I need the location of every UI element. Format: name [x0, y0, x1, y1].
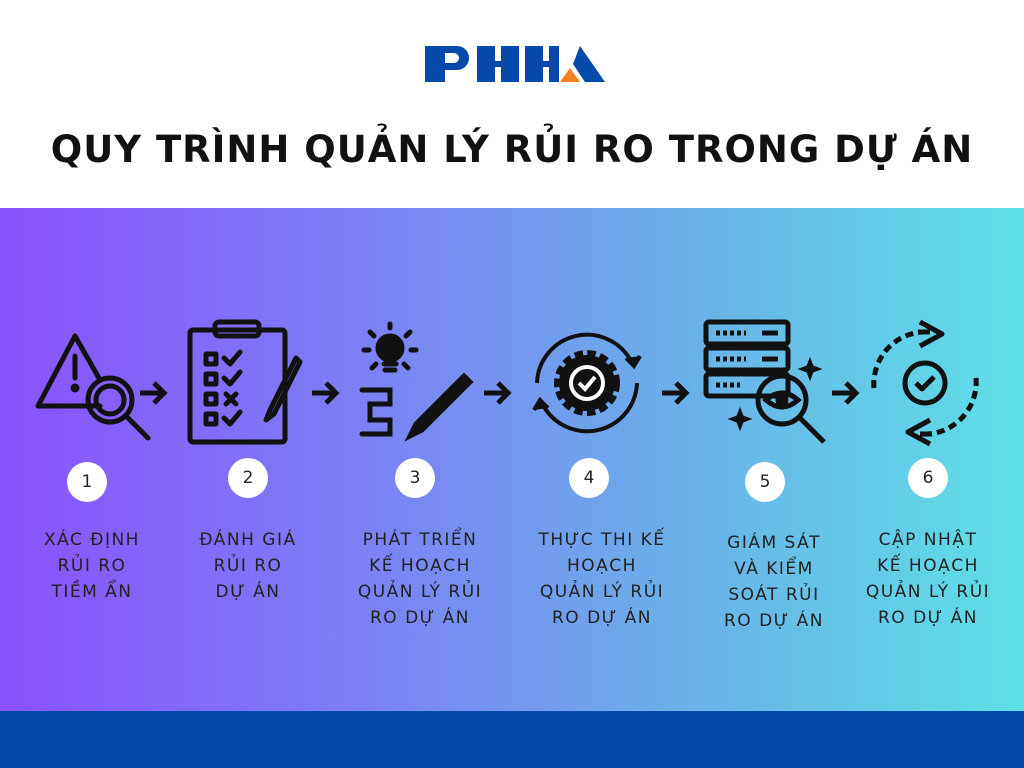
arrow-right-icon — [140, 381, 168, 405]
process-band — [0, 208, 1024, 711]
label-line: XÁC ĐỊNH — [44, 530, 140, 550]
label-line: GIÁM SÁT — [727, 533, 821, 553]
footer-bar — [0, 711, 1024, 768]
label-line: RỦI RO — [213, 556, 283, 576]
step-number: 2 — [228, 458, 268, 498]
step-number: 1 — [67, 462, 107, 502]
step-label: CẬP NHẬT KẾ HOẠCH QUẢN LÝ RỦI RO DỰ ÁN — [843, 527, 1013, 631]
label-line: RO DỰ ÁN — [551, 608, 653, 628]
step-number: 6 — [908, 458, 948, 498]
update-cycle-icon — [871, 319, 979, 447]
label-line: SOÁT RỦI — [728, 585, 820, 605]
page-title: QUY TRÌNH QUẢN LÝ RỦI RO TRONG DỰ ÁN — [50, 128, 974, 171]
label-line: PHÁT TRIỂN — [362, 530, 478, 550]
label-line: RO DỰ ÁN — [877, 608, 979, 628]
label-line: TIỀM ẨN — [51, 582, 133, 602]
idea-plan-pencil-icon — [359, 321, 474, 442]
label-line: KẾ HOẠCH — [877, 556, 979, 576]
label-line: CẬP NHẬT — [878, 530, 978, 550]
arrow-right-icon — [312, 381, 340, 405]
label-line: QUẢN LÝ RỦI — [357, 582, 483, 602]
pha-logo — [425, 44, 605, 88]
label-line: RO DỰ ÁN — [723, 611, 825, 631]
label-line: QUẢN LÝ RỦI — [539, 582, 665, 602]
arrow-right-icon — [662, 381, 690, 405]
label-line: RO DỰ ÁN — [369, 608, 471, 628]
label-line: RỦI RO — [57, 556, 127, 576]
step-label: ĐÁNH GIÁ RỦI RO DỰ ÁN — [163, 527, 333, 605]
label-line: DỰ ÁN — [215, 582, 281, 602]
step-label: THỰC THI KẾ HOẠCH QUẢN LÝ RỦI RO DỰ ÁN — [517, 527, 687, 631]
step-label: PHÁT TRIỂN KẾ HOẠCH QUẢN LÝ RỦI RO DỰ ÁN — [335, 527, 505, 631]
label-line: HOẠCH — [567, 556, 637, 576]
step-number: 4 — [569, 458, 609, 498]
arrow-right-icon — [832, 381, 860, 405]
step-label: XÁC ĐỊNH RỦI RO TIỀM ẨN — [7, 527, 177, 605]
label-line: KẾ HOẠCH — [369, 556, 471, 576]
arrow-right-icon — [484, 381, 512, 405]
step-number: 3 — [395, 458, 435, 498]
label-line: ĐÁNH GIÁ — [199, 530, 297, 550]
server-monitor-icon — [703, 319, 826, 444]
label-line: QUẢN LÝ RỦI — [865, 582, 991, 602]
step-number: 5 — [745, 462, 785, 502]
label-line: VÀ KIỂM — [734, 559, 814, 579]
step-label: GIÁM SÁT VÀ KIỂM SOÁT RỦI RO DỰ ÁN — [689, 530, 859, 634]
checklist-clipboard-icon — [187, 319, 303, 445]
label-line: THỰC THI KẾ — [538, 530, 666, 550]
gear-cycle-icon — [532, 332, 642, 434]
warning-magnifier-icon — [35, 333, 151, 441]
